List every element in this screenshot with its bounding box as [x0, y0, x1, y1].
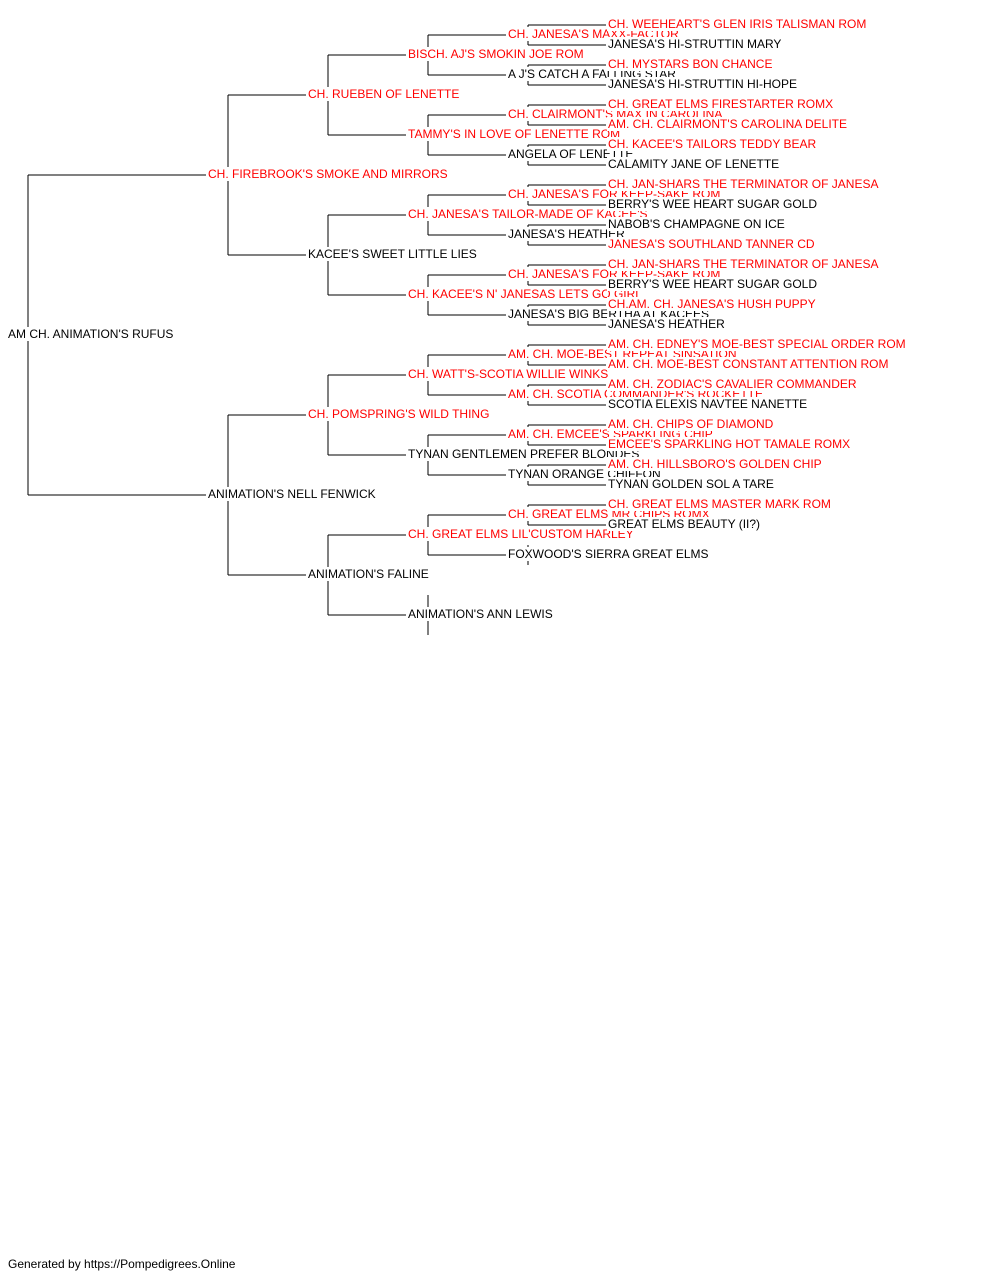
pedigree-node-dam-dam-sire: CH. GREAT ELMS LIL'CUSTOM HARLEY: [407, 527, 635, 541]
pedigree-node-sire-sire: CH. RUEBEN OF LENETTE: [307, 87, 461, 101]
pedigree-node-dam-sire-dam-dam-dam: TYNAN GOLDEN SOL A TARE: [607, 477, 775, 491]
pedigree-node-dam-dam-dam: ANIMATION'S ANN LEWIS: [407, 607, 554, 621]
pedigree-node-sire-dam-sire-dam-sire: NABOB'S CHAMPAGNE ON ICE: [607, 217, 786, 231]
pedigree-node-dam-sire-dam-sire-sire: AM. CH. CHIPS OF DIAMOND: [607, 417, 775, 431]
pedigree-node-sire-sire-dam-sire-sire: CH. GREAT ELMS FIRESTARTER ROMX: [607, 97, 835, 111]
pedigree-node-sire-sire-sire-dam-dam: JANESA'S HI-STRUTTIN HI-HOPE: [607, 77, 798, 91]
pedigree-node-sire-dam-sire: CH. JANESA'S TAILOR-MADE OF KACEE'S: [407, 207, 649, 221]
pedigree-node-subject: AM CH. ANIMATION'S RUFUS: [7, 327, 175, 341]
pedigree-node-sire-sire-sire-sire-dam: JANESA'S HI-STRUTTIN MARY: [607, 37, 783, 51]
pedigree-node-dam-sire-sire-sire-sire: AM. CH. EDNEY'S MOE-BEST SPECIAL ORDER R…: [607, 337, 907, 351]
pedigree-node-dam-dam-sire-dam: FOXWOOD'S SIERRA GREAT ELMS: [507, 547, 710, 561]
pedigree-node-sire-dam-sire-sire-sire: CH. JAN-SHARS THE TERMINATOR OF JANESA: [607, 177, 880, 191]
pedigree-node-sire-dam-sire-sire-dam: BERRY'S WEE HEART SUGAR GOLD: [607, 197, 819, 211]
pedigree-node-sire-sire-dam-dam-sire: CH. KACEE'S TAILORS TEDDY BEAR: [607, 137, 818, 151]
pedigree-node-sire-dam-dam-dam-dam: JANESA'S HEATHER: [607, 317, 726, 331]
pedigree-node-dam-sire-sire: CH. WATT'S-SCOTIA WILLIE WINKS: [407, 367, 610, 381]
pedigree-node-sire: CH. FIREBROOK'S SMOKE AND MIRRORS: [207, 167, 449, 181]
pedigree-node-sire-dam-dam-sire-sire: CH. JAN-SHARS THE TERMINATOR OF JANESA: [607, 257, 880, 271]
pedigree-node-dam-sire-dam-dam-sire: AM. CH. HILLSBORO'S GOLDEN CHIP: [607, 457, 823, 471]
pedigree-node-sire-sire-dam-sire-dam: AM. CH. CLAIRMONT'S CAROLINA DELITE: [607, 117, 848, 131]
pedigree-node-sire-sire-sire-sire-sire: CH. WEEHEART'S GLEN IRIS TALISMAN ROM: [607, 17, 868, 31]
pedigree-node-dam-sire-dam-sire-dam: EMCEE'S SPARKLING HOT TAMALE ROMX: [607, 437, 852, 451]
pedigree-node-sire-sire-dam: TAMMY'S IN LOVE OF LENETTE ROM: [407, 127, 622, 141]
pedigree-node-sire-dam-dam-dam-sire: CH.AM. CH. JANESA'S HUSH PUPPY: [607, 297, 817, 311]
pedigree-node-sire-sire-dam-dam: ANGELA OF LENETTE: [507, 147, 635, 161]
pedigree-node-sire-sire-sire: BISCH. AJ'S SMOKIN JOE ROM: [407, 47, 585, 61]
pedigree-node-sire-dam: KACEE'S SWEET LITTLE LIES: [307, 247, 478, 261]
generated-by-footer: Generated by https://Pompedigrees.Online: [8, 1257, 236, 1271]
pedigree-node-dam-sire-dam: TYNAN GENTLEMEN PREFER BLONDES: [407, 447, 641, 461]
pedigree-node-sire-sire-sire-dam-sire: CH. MYSTARS BON CHANCE: [607, 57, 774, 71]
pedigree-node-dam-dam: ANIMATION'S FALINE: [307, 567, 430, 581]
pedigree-node-dam: ANIMATION'S NELL FENWICK: [207, 487, 377, 501]
pedigree-node-dam-sire-sire-sire-dam: AM. CH. MOE-BEST CONSTANT ATTENTION ROM: [607, 357, 890, 371]
pedigree-node-sire-dam-sire-dam: JANESA'S HEATHER: [507, 227, 626, 241]
pedigree-node-dam-dam-sire-sire-sire: CH. GREAT ELMS MASTER MARK ROM: [607, 497, 832, 511]
pedigree-node-dam-sire: CH. POMSPRING'S WILD THING: [307, 407, 491, 421]
pedigree-node-dam-dam-sire-sire-dam: GREAT ELMS BEAUTY (II?): [607, 517, 762, 531]
pedigree-node-sire-dam-dam: CH. KACEE'S N' JANESAS LETS GO GIRL: [407, 287, 643, 301]
pedigree-node-dam-sire-sire-dam-sire: AM. CH. ZODIAC'S CAVALIER COMMANDER: [607, 377, 858, 391]
pedigree-node-sire-dam-dam-sire-dam: BERRY'S WEE HEART SUGAR GOLD: [607, 277, 819, 291]
pedigree-node-sire-dam-sire-dam-dam: JANESA'S SOUTHLAND TANNER CD: [607, 237, 816, 251]
pedigree-node-dam-sire-sire-dam-dam: SCOTIA ELEXIS NAVTEE NANETTE: [607, 397, 809, 411]
pedigree-node-sire-sire-dam-dam-dam: CALAMITY JANE OF LENETTE: [607, 157, 781, 171]
